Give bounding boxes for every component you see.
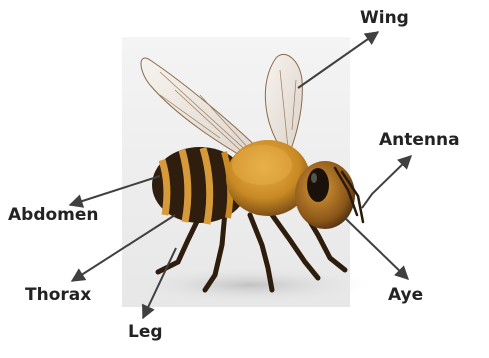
eye-highlight (311, 173, 317, 183)
abdomen-label: Abdomen (8, 207, 99, 224)
antenna-arrow (362, 156, 411, 208)
wing-label: Wing (360, 10, 409, 27)
thorax-label: Thorax (25, 287, 91, 304)
antenna-label: Antenna (379, 132, 460, 149)
compound-eye (307, 168, 329, 202)
thorax-fuzz (232, 145, 292, 185)
bee-shadow (130, 267, 370, 303)
aye-label: Aye (388, 287, 423, 304)
aye-arrow (345, 218, 408, 279)
leg-label: Leg (128, 324, 163, 341)
